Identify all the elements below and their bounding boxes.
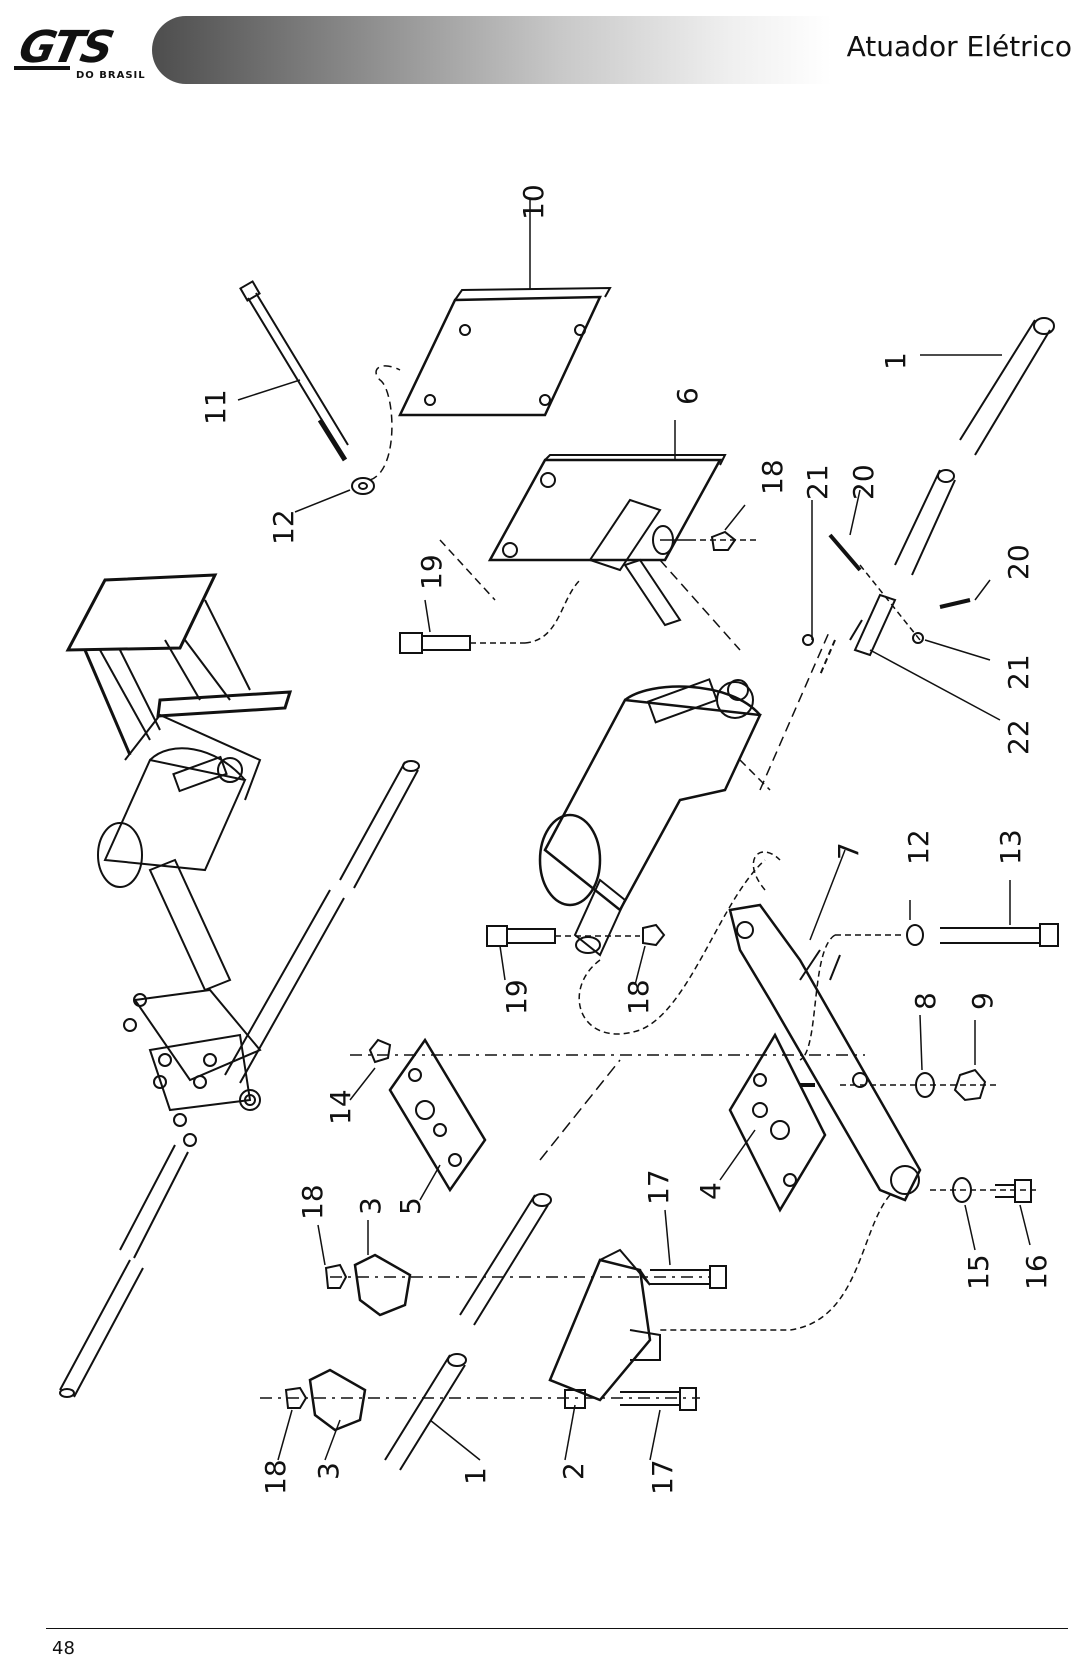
callout-17: 17 [642, 1169, 675, 1205]
callout-21: 21 [1002, 654, 1035, 690]
callout-20: 20 [1002, 544, 1035, 580]
part-19-bolt-lower [486, 859, 766, 1035]
exploded-parts-diagram: 10 11 12 6 18 21 20 1 20 21 22 19 7 12 1… [59, 184, 1059, 1495]
header-gradient-banner [152, 16, 832, 84]
callout-21: 21 [801, 464, 834, 500]
part-2-clamp-base [548, 1248, 661, 1461]
callout-18: 18 [756, 459, 789, 495]
callout-17: 17 [646, 1459, 679, 1495]
part-22-coupling [819, 593, 1001, 721]
part-18-nut [710, 530, 737, 551]
callout-1: 1 [879, 352, 912, 370]
callout-12: 12 [902, 829, 935, 865]
part-10-mounting-plate [398, 200, 612, 417]
assembled-actuator-unit [59, 573, 420, 1398]
callout-6: 6 [671, 387, 704, 405]
callout-19: 19 [500, 979, 533, 1015]
part-6-actuator-bracket [439, 420, 741, 651]
company-logo: GTS DO BRASIL [14, 14, 148, 84]
page-header: GTS DO BRASIL Atuador Elétrico [0, 0, 1086, 100]
part-20-screw [828, 533, 862, 572]
callout-11: 11 [199, 389, 232, 425]
page-title: Atuador Elétrico [846, 30, 1072, 63]
part-9-nut [953, 1068, 987, 1102]
callout-14: 14 [324, 1089, 357, 1125]
callout-8: 8 [909, 992, 942, 1010]
footer-divider [46, 1628, 1068, 1629]
callout-16: 16 [1020, 1254, 1053, 1290]
part-3-clamp-lower [260, 1368, 700, 1461]
part-1-tube-upper [894, 317, 1055, 576]
callout-9: 9 [966, 992, 999, 1010]
callout-2: 2 [557, 1462, 590, 1480]
callout-4: 4 [694, 1182, 727, 1200]
part-21-nut [802, 634, 814, 646]
callout-1: 1 [459, 1467, 492, 1485]
part-17-bolt-upper [650, 1209, 727, 1289]
part-21-nut [912, 632, 924, 644]
callout-10: 10 [517, 184, 550, 220]
callout-19: 19 [415, 554, 448, 590]
part-13-bolt [799, 880, 1059, 1061]
part-actuator-motor [538, 629, 831, 957]
callout-15: 15 [962, 1254, 995, 1290]
part-5-plate [349, 1037, 865, 1201]
callout-20: 20 [847, 464, 880, 500]
part-7-lever-arm [728, 849, 922, 1202]
callout-12: 12 [267, 509, 300, 545]
part-3-clamp-upper [317, 1220, 710, 1317]
part-16-bolt [1014, 1179, 1032, 1203]
part-1-tube-lower [384, 1059, 621, 1471]
part-11-long-bolt [237, 280, 401, 513]
page-number: 48 [52, 1638, 75, 1659]
callout-13: 13 [994, 829, 1027, 865]
callout-3: 3 [354, 1197, 387, 1215]
callout-18: 18 [296, 1184, 329, 1220]
callout-22: 22 [1002, 719, 1035, 755]
logo-bar [14, 66, 70, 70]
part-17-bolt-lower [620, 1387, 697, 1461]
callout-3: 3 [312, 1462, 345, 1480]
part-4-plate [719, 1032, 827, 1213]
callout-5: 5 [394, 1197, 427, 1215]
logo-subtext: DO BRASIL [76, 70, 146, 81]
callout-18: 18 [622, 979, 655, 1015]
part-20-screw [939, 598, 971, 609]
callout-7: 7 [832, 842, 865, 860]
part-19-bolt-upper [399, 579, 581, 654]
callout-18: 18 [259, 1459, 292, 1495]
